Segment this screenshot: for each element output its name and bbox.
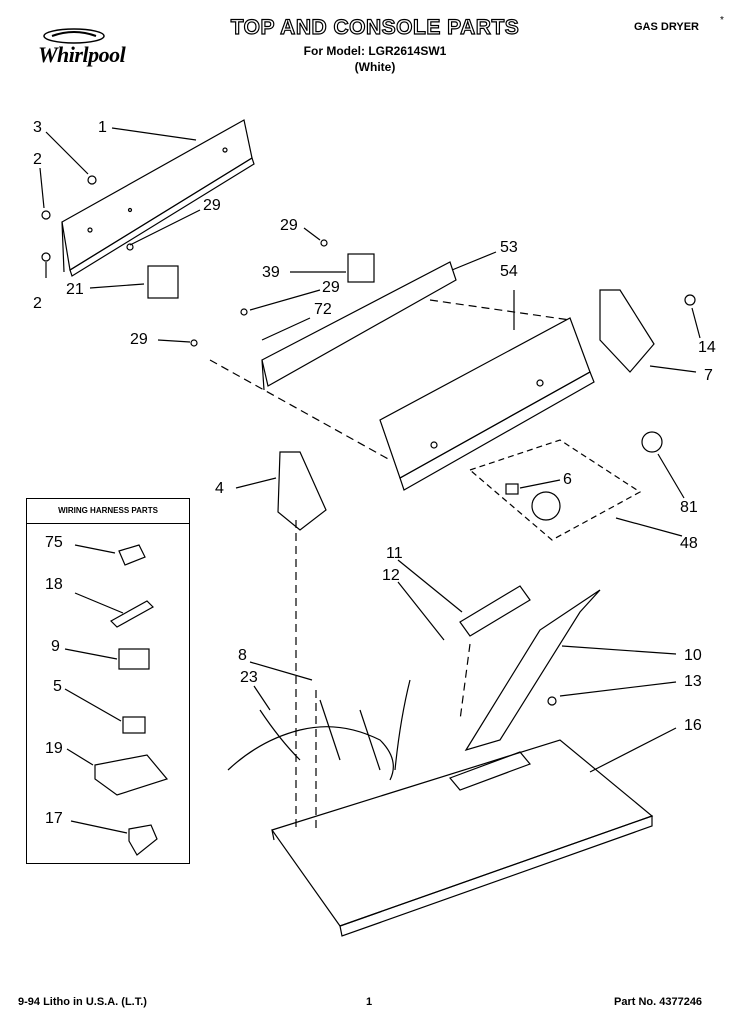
part-48-area [468, 439, 642, 541]
callout-1: 1 [98, 119, 107, 136]
callout-7: 7 [704, 367, 713, 384]
callout-4: 4 [215, 480, 224, 497]
callout-19: 19 [45, 740, 63, 757]
whirlpool-logo: Whirlpool [34, 26, 164, 70]
callout-29: 29 [280, 217, 298, 234]
part-81-knob [641, 431, 663, 453]
callout-53: 53 [500, 239, 518, 256]
callout-81: 81 [680, 499, 698, 516]
callout-17: 17 [45, 810, 63, 827]
callout-23: 23 [240, 669, 258, 686]
part-6-shaft [505, 483, 519, 495]
callout-29: 29 [322, 279, 340, 296]
part-53-bracket [261, 261, 457, 391]
logo-emblem-icon [43, 28, 105, 44]
callout-3: 3 [33, 119, 42, 136]
callout-48: 48 [680, 535, 698, 552]
callout-9: 9 [51, 638, 60, 655]
page-title: TOP AND CONSOLE PARTS [230, 15, 520, 39]
model-line: For Model: LGR2614SW1 [303, 44, 447, 58]
callout-39: 39 [262, 264, 280, 281]
dryer-type-label: GAS DRYER [634, 21, 699, 33]
wiring-harness-drawings [64, 544, 169, 856]
part-23-wiring [227, 679, 411, 781]
footer-litho: 9-94 Litho in U.S.A. (L.T.) [18, 996, 147, 1008]
callout-6: 6 [563, 471, 572, 488]
callout-21: 21 [66, 281, 84, 298]
callout-11: 11 [386, 545, 403, 562]
callout-5: 5 [53, 678, 62, 695]
part-10-harness [464, 589, 601, 752]
callout-75: 75 [45, 534, 63, 551]
guide-lines [209, 299, 571, 830]
page-number: 1 [366, 996, 373, 1008]
leader-lines [39, 127, 701, 773]
asterisk-mark: * [720, 15, 724, 26]
callout-72: 72 [314, 301, 332, 318]
callout-8: 8 [238, 647, 247, 664]
callout-29: 29 [203, 197, 221, 214]
callout-2: 2 [33, 151, 42, 168]
part-16-top [271, 739, 654, 937]
callout-54: 54 [500, 263, 518, 280]
callout-14: 14 [698, 339, 716, 356]
part-21-switch [147, 265, 179, 299]
callout-29: 29 [130, 331, 148, 348]
callout-2: 2 [33, 295, 42, 312]
part-11-cover [459, 585, 531, 637]
callout-18: 18 [45, 576, 63, 593]
part-4-end-cap [277, 451, 327, 531]
part-39-block [347, 253, 375, 283]
part-1-back-panel [61, 119, 255, 277]
wiring-harness-title: WIRING HARNESS PARTS [27, 499, 189, 524]
part-7-end-cap [599, 289, 655, 373]
callout-16: 16 [684, 717, 702, 734]
dial-knob [531, 491, 561, 521]
callout-13: 13 [684, 673, 702, 690]
callout-12: 12 [382, 567, 400, 584]
wiring-harness-parts-box: WIRING HARNESS PARTS 75 18 9 5 19 17 [26, 498, 190, 864]
callout-10: 10 [684, 647, 702, 664]
exploded-parts-diagram [39, 119, 701, 937]
part-number: Part No. 4377246 [614, 996, 703, 1008]
part-54-control-panel [379, 317, 595, 491]
screws [41, 175, 696, 706]
brand-name: Whirlpool [38, 42, 126, 67]
color-line: (White) [354, 60, 396, 74]
